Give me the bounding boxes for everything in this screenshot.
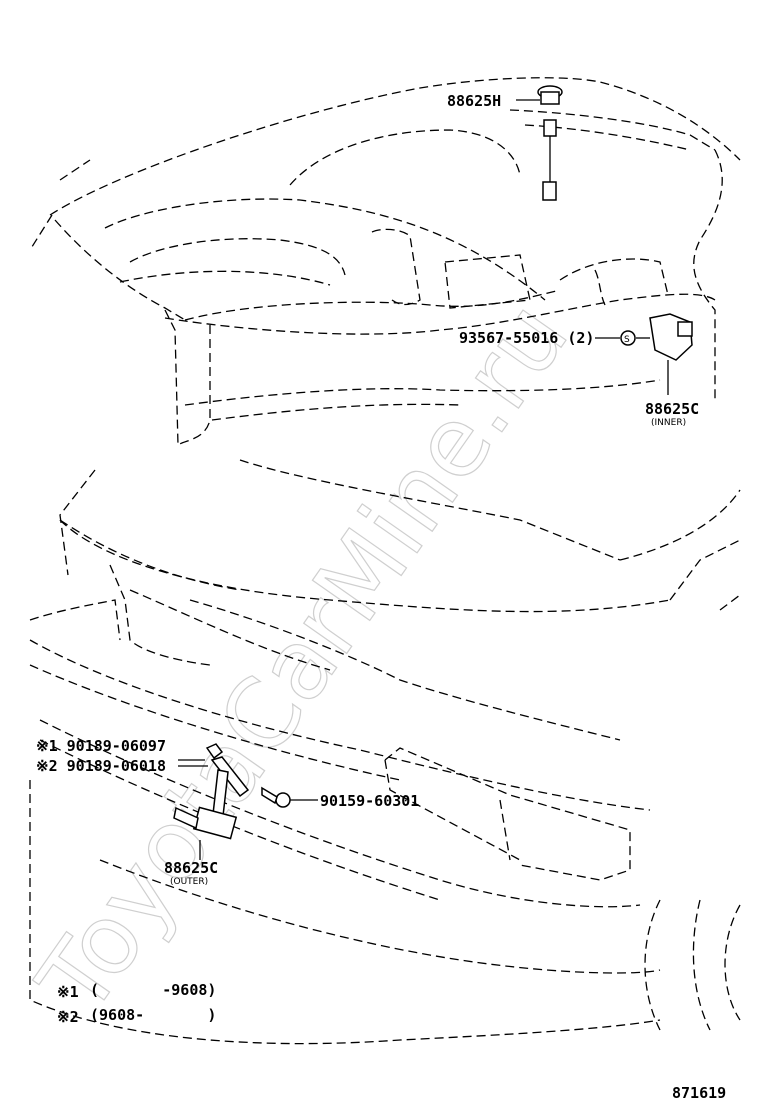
legend-mark-2: ※2	[57, 1008, 79, 1026]
part-88625h	[516, 85, 563, 201]
part-88625c-outer	[173, 743, 318, 860]
label-93567-55016: 93567-55016 (2)	[459, 329, 594, 347]
bumper-outline	[29, 459, 741, 1045]
legend: ※1 ( -9608) ※2 (9608- )	[57, 981, 216, 1026]
label-clip-2: ※2 90189-06018	[36, 757, 166, 775]
legend-range-2: (9608- )	[90, 1006, 216, 1024]
label-88625h: 88625H	[447, 92, 501, 110]
legend-range-1: ( -9608)	[90, 981, 216, 999]
watermark: ToyotaCarMine.ru	[17, 282, 590, 1034]
note-outer: (OUTER)	[170, 877, 208, 887]
label-88625c-inner: 88625C	[645, 400, 699, 418]
diagram-number: 871619	[672, 1084, 726, 1102]
dashboard-outline	[29, 77, 741, 447]
legend-mark-1: ※1	[57, 983, 79, 1001]
label-90159-60301: 90159-60301	[320, 792, 419, 810]
label-88625c-outer: 88625C	[164, 859, 218, 877]
label-clip-1: ※1 90189-06097	[36, 737, 166, 755]
part-88625c-inner: S	[595, 313, 693, 395]
bolt-marker: S	[624, 335, 630, 345]
note-inner: (INNER)	[651, 418, 686, 428]
